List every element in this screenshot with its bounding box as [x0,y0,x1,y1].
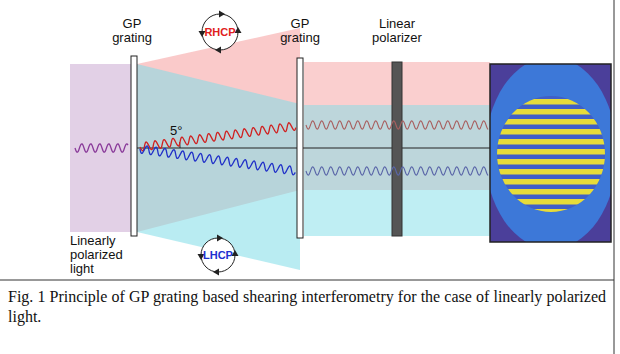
caption-rule [0,280,614,281]
beam-spot [490,64,611,242]
gp-grating [131,56,137,236]
fringe-stripe [490,209,611,215]
frame-line [614,0,615,354]
fringe-stripe [490,119,611,125]
fringe-stripe [490,149,611,155]
circle-path [202,14,238,50]
polarization-label: LHCP [203,249,233,261]
input-beam [70,64,134,232]
part-label: Linearly polarized light [70,234,132,276]
rotation-arrowhead [215,47,221,54]
detector-screen [485,57,617,249]
light-wave [306,121,488,130]
fringe-stripe [490,139,611,145]
angle-label: 5° [170,124,182,138]
fringe-stripe [490,189,611,195]
part-label: GP grating [103,17,161,45]
gp-grating [297,58,303,238]
fringe-stripe [490,129,611,135]
fringe-stripe [490,109,611,115]
lhcp-beam [137,64,300,270]
rotation-arrowhead [217,235,223,242]
rotation-arrowhead [219,11,225,18]
fringe-stripe [490,169,611,175]
part-label: GP grating [271,17,329,45]
fringe-stripe [490,179,611,185]
fringe-stripe [490,159,611,165]
light-wave [75,144,128,152]
fringe-stripe [490,199,611,205]
screen-border [490,64,611,242]
fringe-pattern [490,90,611,220]
polarization-label: RHCP [204,26,235,38]
figure-caption: Fig. 1 Principle of GP grating based she… [8,287,606,327]
optical-axis [137,148,490,149]
light-wave [140,123,296,151]
part-label: Linear polarizer [362,17,432,45]
fringe-stripe [490,99,611,105]
polarization-circle: LHCP [197,234,239,276]
rotation-arrowhead [213,269,219,276]
circle-path [201,238,235,272]
light-wave [140,146,295,175]
linear-polarizer [392,62,402,236]
fringe-ground [490,90,611,220]
polarization-circle: RHCP [198,10,242,54]
waves [75,121,488,176]
light-wave [306,167,488,176]
